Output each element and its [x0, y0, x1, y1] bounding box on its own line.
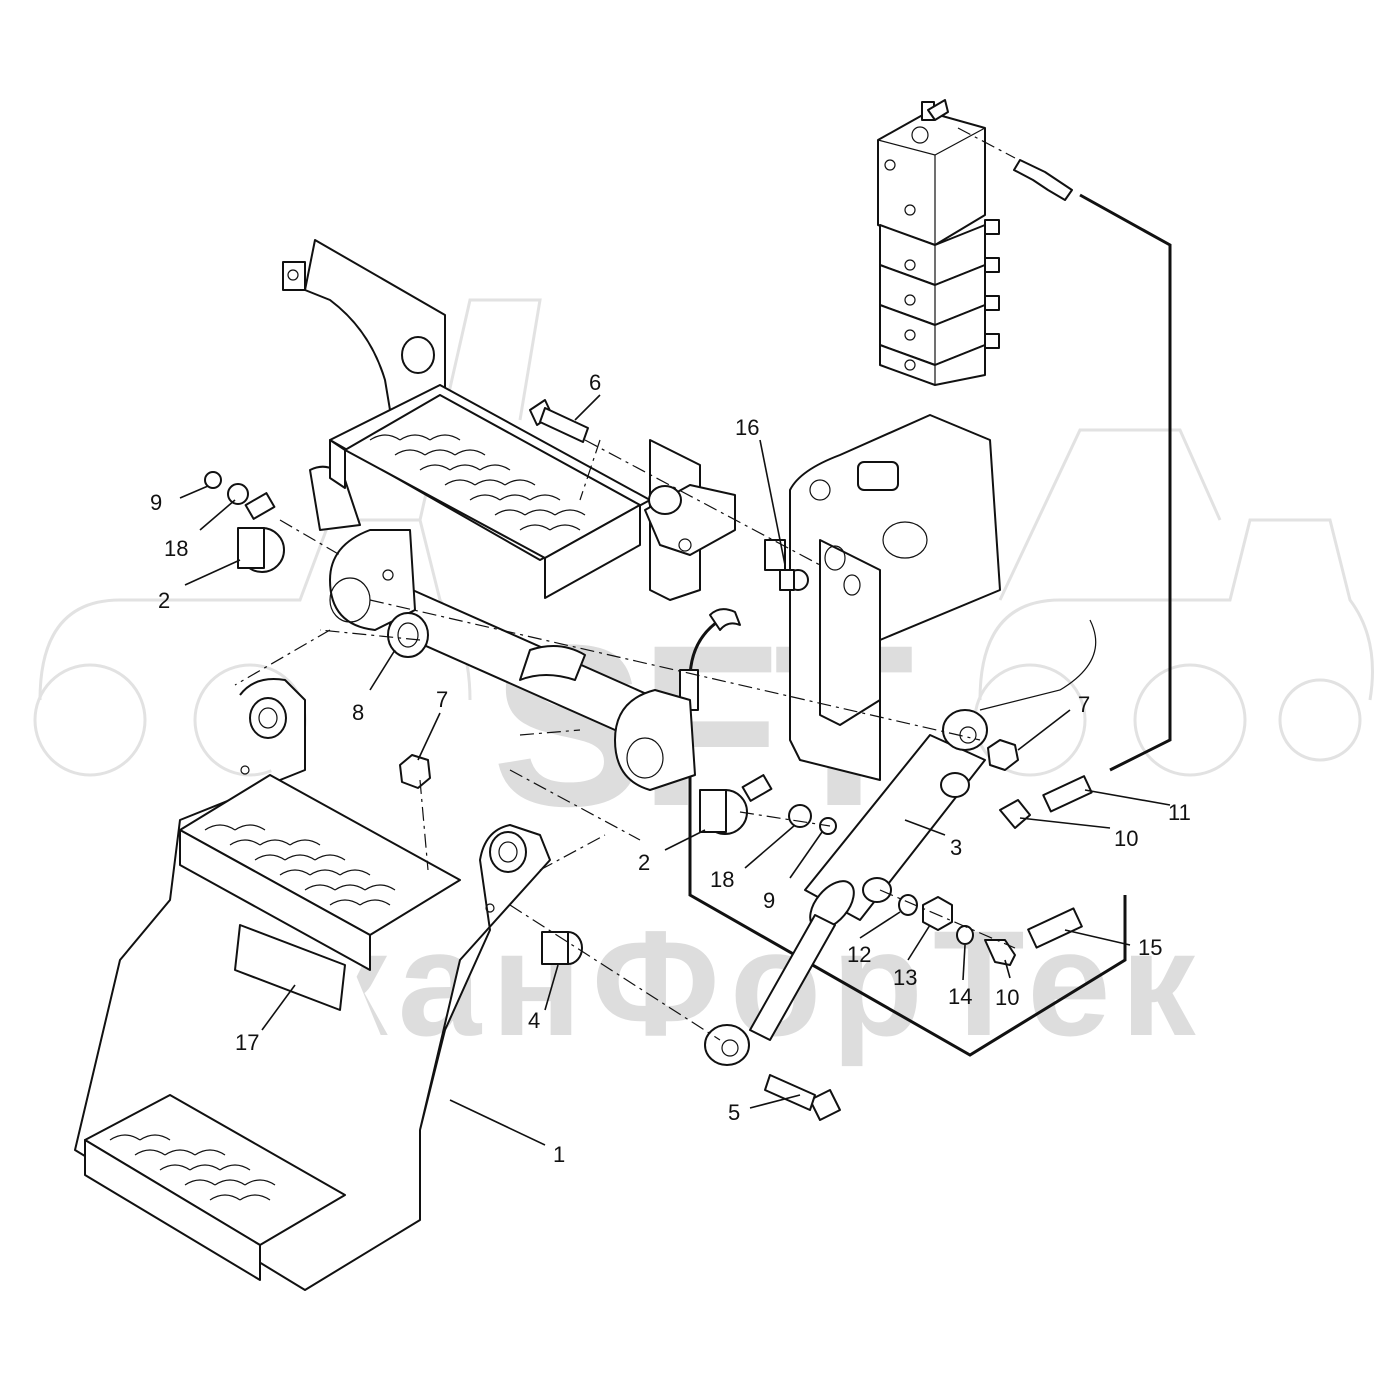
small-parts	[204, 399, 1093, 1121]
callout-8: 8	[352, 700, 364, 725]
callout-14: 14	[948, 984, 972, 1009]
callout-3: 3	[950, 835, 962, 860]
pivot-bar	[329, 529, 696, 791]
callout-11: 11	[1168, 800, 1191, 825]
callout-15: 15	[1138, 935, 1162, 960]
callout-9: 9	[763, 888, 775, 913]
leader-lines	[179, 394, 1171, 1146]
callout-10: 10	[1114, 826, 1138, 851]
callout-18: 18	[164, 536, 188, 561]
mounting-frame	[282, 239, 1097, 781]
callout-6: 6	[589, 370, 601, 395]
callout-2: 2	[638, 850, 650, 875]
callout-7: 7	[1078, 692, 1090, 717]
callout-labels: 6 16 9 18 2 8 7 7 11 10 3 2 18 9 12 13 1…	[150, 370, 1191, 1167]
callout-9: 9	[150, 490, 162, 515]
callout-12: 12	[847, 942, 871, 967]
callout-5: 5	[728, 1100, 740, 1125]
callout-18: 18	[710, 867, 734, 892]
upper-step	[329, 384, 651, 599]
hydraulic-cylinder	[704, 709, 988, 1066]
callout-10: 10	[995, 985, 1019, 1010]
callout-2: 2	[158, 588, 170, 613]
callout-16: 16	[735, 415, 759, 440]
ladder-label-plate	[234, 924, 346, 1011]
callout-1: 1	[553, 1142, 565, 1167]
callout-4: 4	[528, 1008, 540, 1033]
hydraulic-lines	[679, 159, 1172, 1057]
callout-17: 17	[235, 1030, 259, 1055]
callout-13: 13	[893, 965, 917, 990]
valve-block	[877, 99, 1016, 386]
callout-7: 7	[436, 687, 448, 712]
hinge-bracket	[644, 484, 786, 571]
ladder	[74, 678, 551, 1291]
